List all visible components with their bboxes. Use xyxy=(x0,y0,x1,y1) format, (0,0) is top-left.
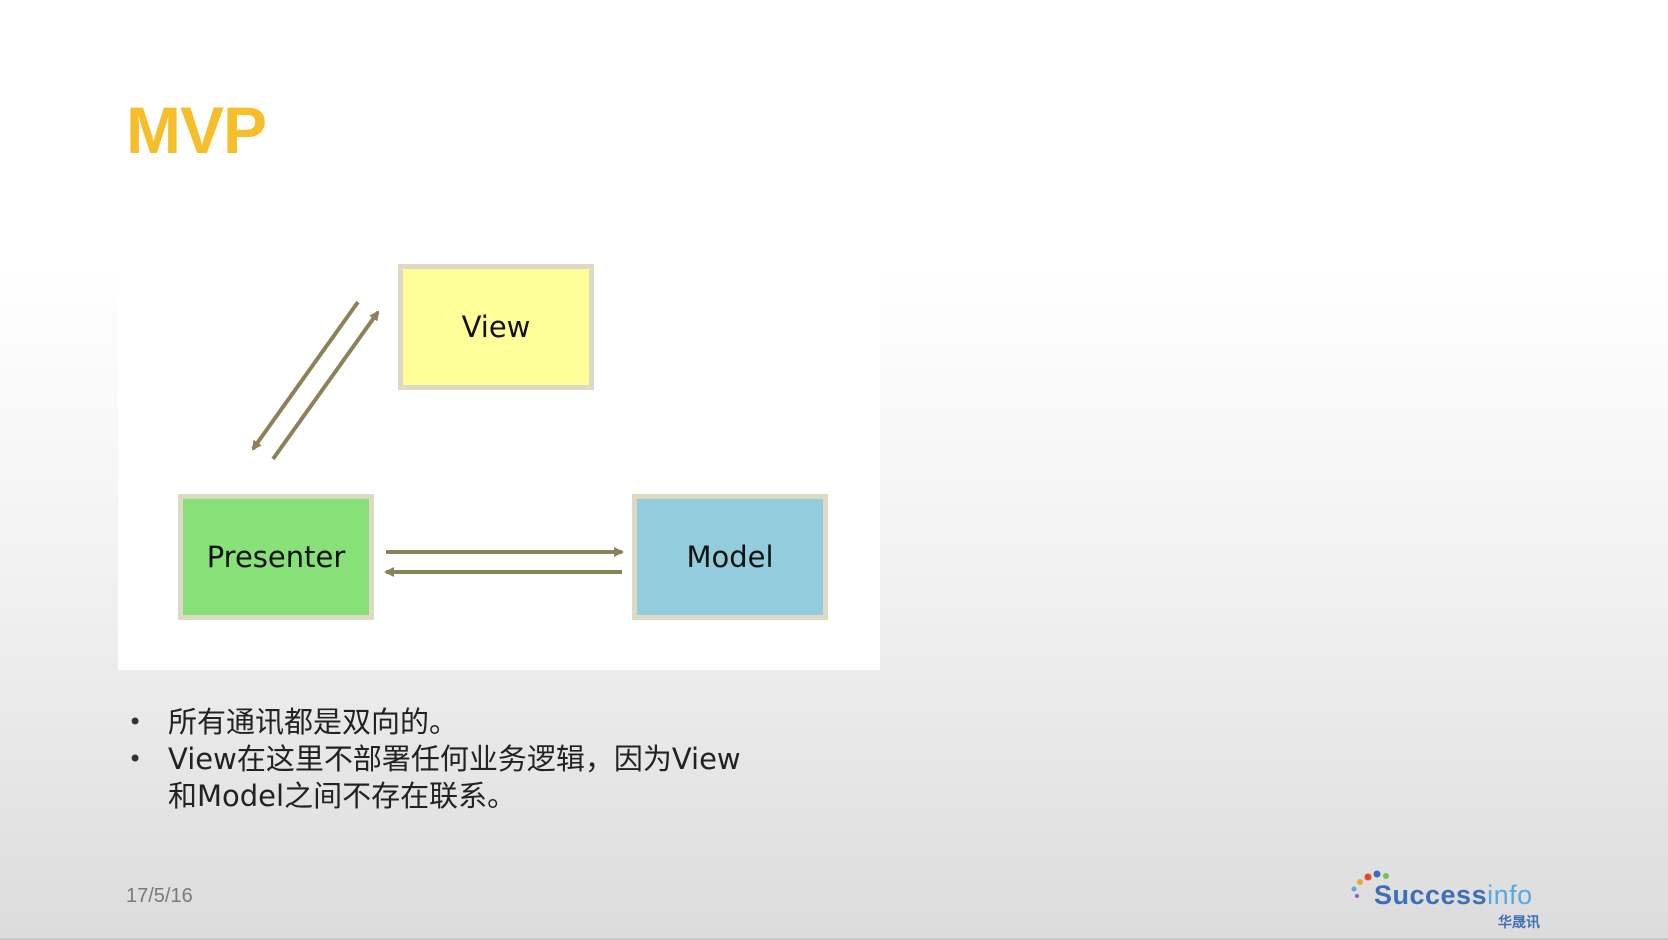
slide-date: 17/5/16 xyxy=(126,885,193,907)
logo-wordmark: Successinfo xyxy=(1374,880,1533,910)
model-label: Model xyxy=(686,540,774,574)
diagram-arrows xyxy=(251,300,624,577)
view-box: View xyxy=(398,264,594,390)
model-box: Model xyxy=(632,494,828,620)
bullet-item: View在这里不部署任何业务逻辑，因为View和Model之间不存在联系。 xyxy=(128,741,768,815)
view-label: View xyxy=(461,310,531,344)
company-logo: Successinfo 华晟讯 xyxy=(1346,868,1576,932)
logo-dots-icon xyxy=(1351,870,1389,898)
arrow-view-to-presenter xyxy=(251,300,360,451)
arrow-presenter-to-view xyxy=(271,310,380,461)
presenter-box: Presenter xyxy=(178,494,374,620)
logo-chinese: 华晟讯 xyxy=(1498,915,1540,931)
slide-title: MVP xyxy=(126,93,267,167)
bottom-rule xyxy=(0,938,1668,940)
presenter-label: Presenter xyxy=(206,540,346,574)
bullet-item: 所有通讯都是双向的。 xyxy=(128,704,768,741)
bullet-list: 所有通讯都是双向的。 View在这里不部署任何业务逻辑，因为View和Model… xyxy=(128,704,768,815)
mvp-diagram: View Presenter Model xyxy=(118,212,880,670)
